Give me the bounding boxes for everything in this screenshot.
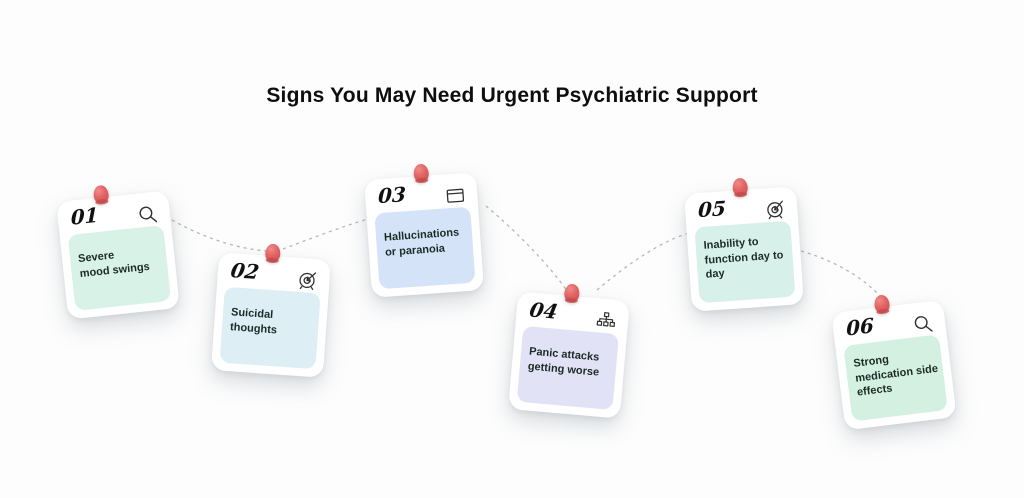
card-inability-to-function: 05 Inability to function day to day (684, 177, 804, 312)
card-number: 06 (845, 313, 875, 341)
target-icon (296, 269, 319, 292)
pushpin-icon (264, 243, 281, 263)
pushpin-icon (563, 283, 581, 303)
card-text: Suicidal thoughts (229, 306, 278, 336)
card-hallucinations-or-paranoia: 03 Hallucinations or paranoia (364, 163, 484, 298)
card-text: Inability to function day to day (703, 235, 784, 281)
window-icon (444, 184, 467, 207)
card-suicidal-thoughts: 02 Suicidal thoughts (211, 243, 331, 378)
card-medication-side-effects: 06 Strong medication side effects (831, 294, 957, 431)
target-icon (764, 198, 787, 221)
sitemap-icon (594, 309, 618, 333)
connector-5-6 (800, 250, 888, 306)
page-title: Signs You May Need Urgent Psychiatric Su… (266, 84, 758, 107)
connector-3-4 (485, 205, 568, 292)
card-number: 03 (377, 182, 407, 209)
connector-2-3 (282, 217, 372, 250)
magnifier-icon (911, 312, 936, 337)
magnifier-icon (136, 203, 160, 227)
card-text: Hallucinations or paranoia (383, 226, 460, 259)
card-number: 02 (228, 258, 261, 284)
connector-1-2 (171, 219, 271, 252)
card-number: 05 (697, 196, 727, 223)
card-number: 04 (527, 297, 560, 324)
connector-4-5 (596, 232, 690, 291)
card-panic-attacks-getting-worse: 04 Panic attacks getting worse (508, 283, 630, 419)
card-number: 01 (70, 202, 99, 230)
card-severe-mood-swings: 01 Severe mood swings (56, 184, 180, 320)
